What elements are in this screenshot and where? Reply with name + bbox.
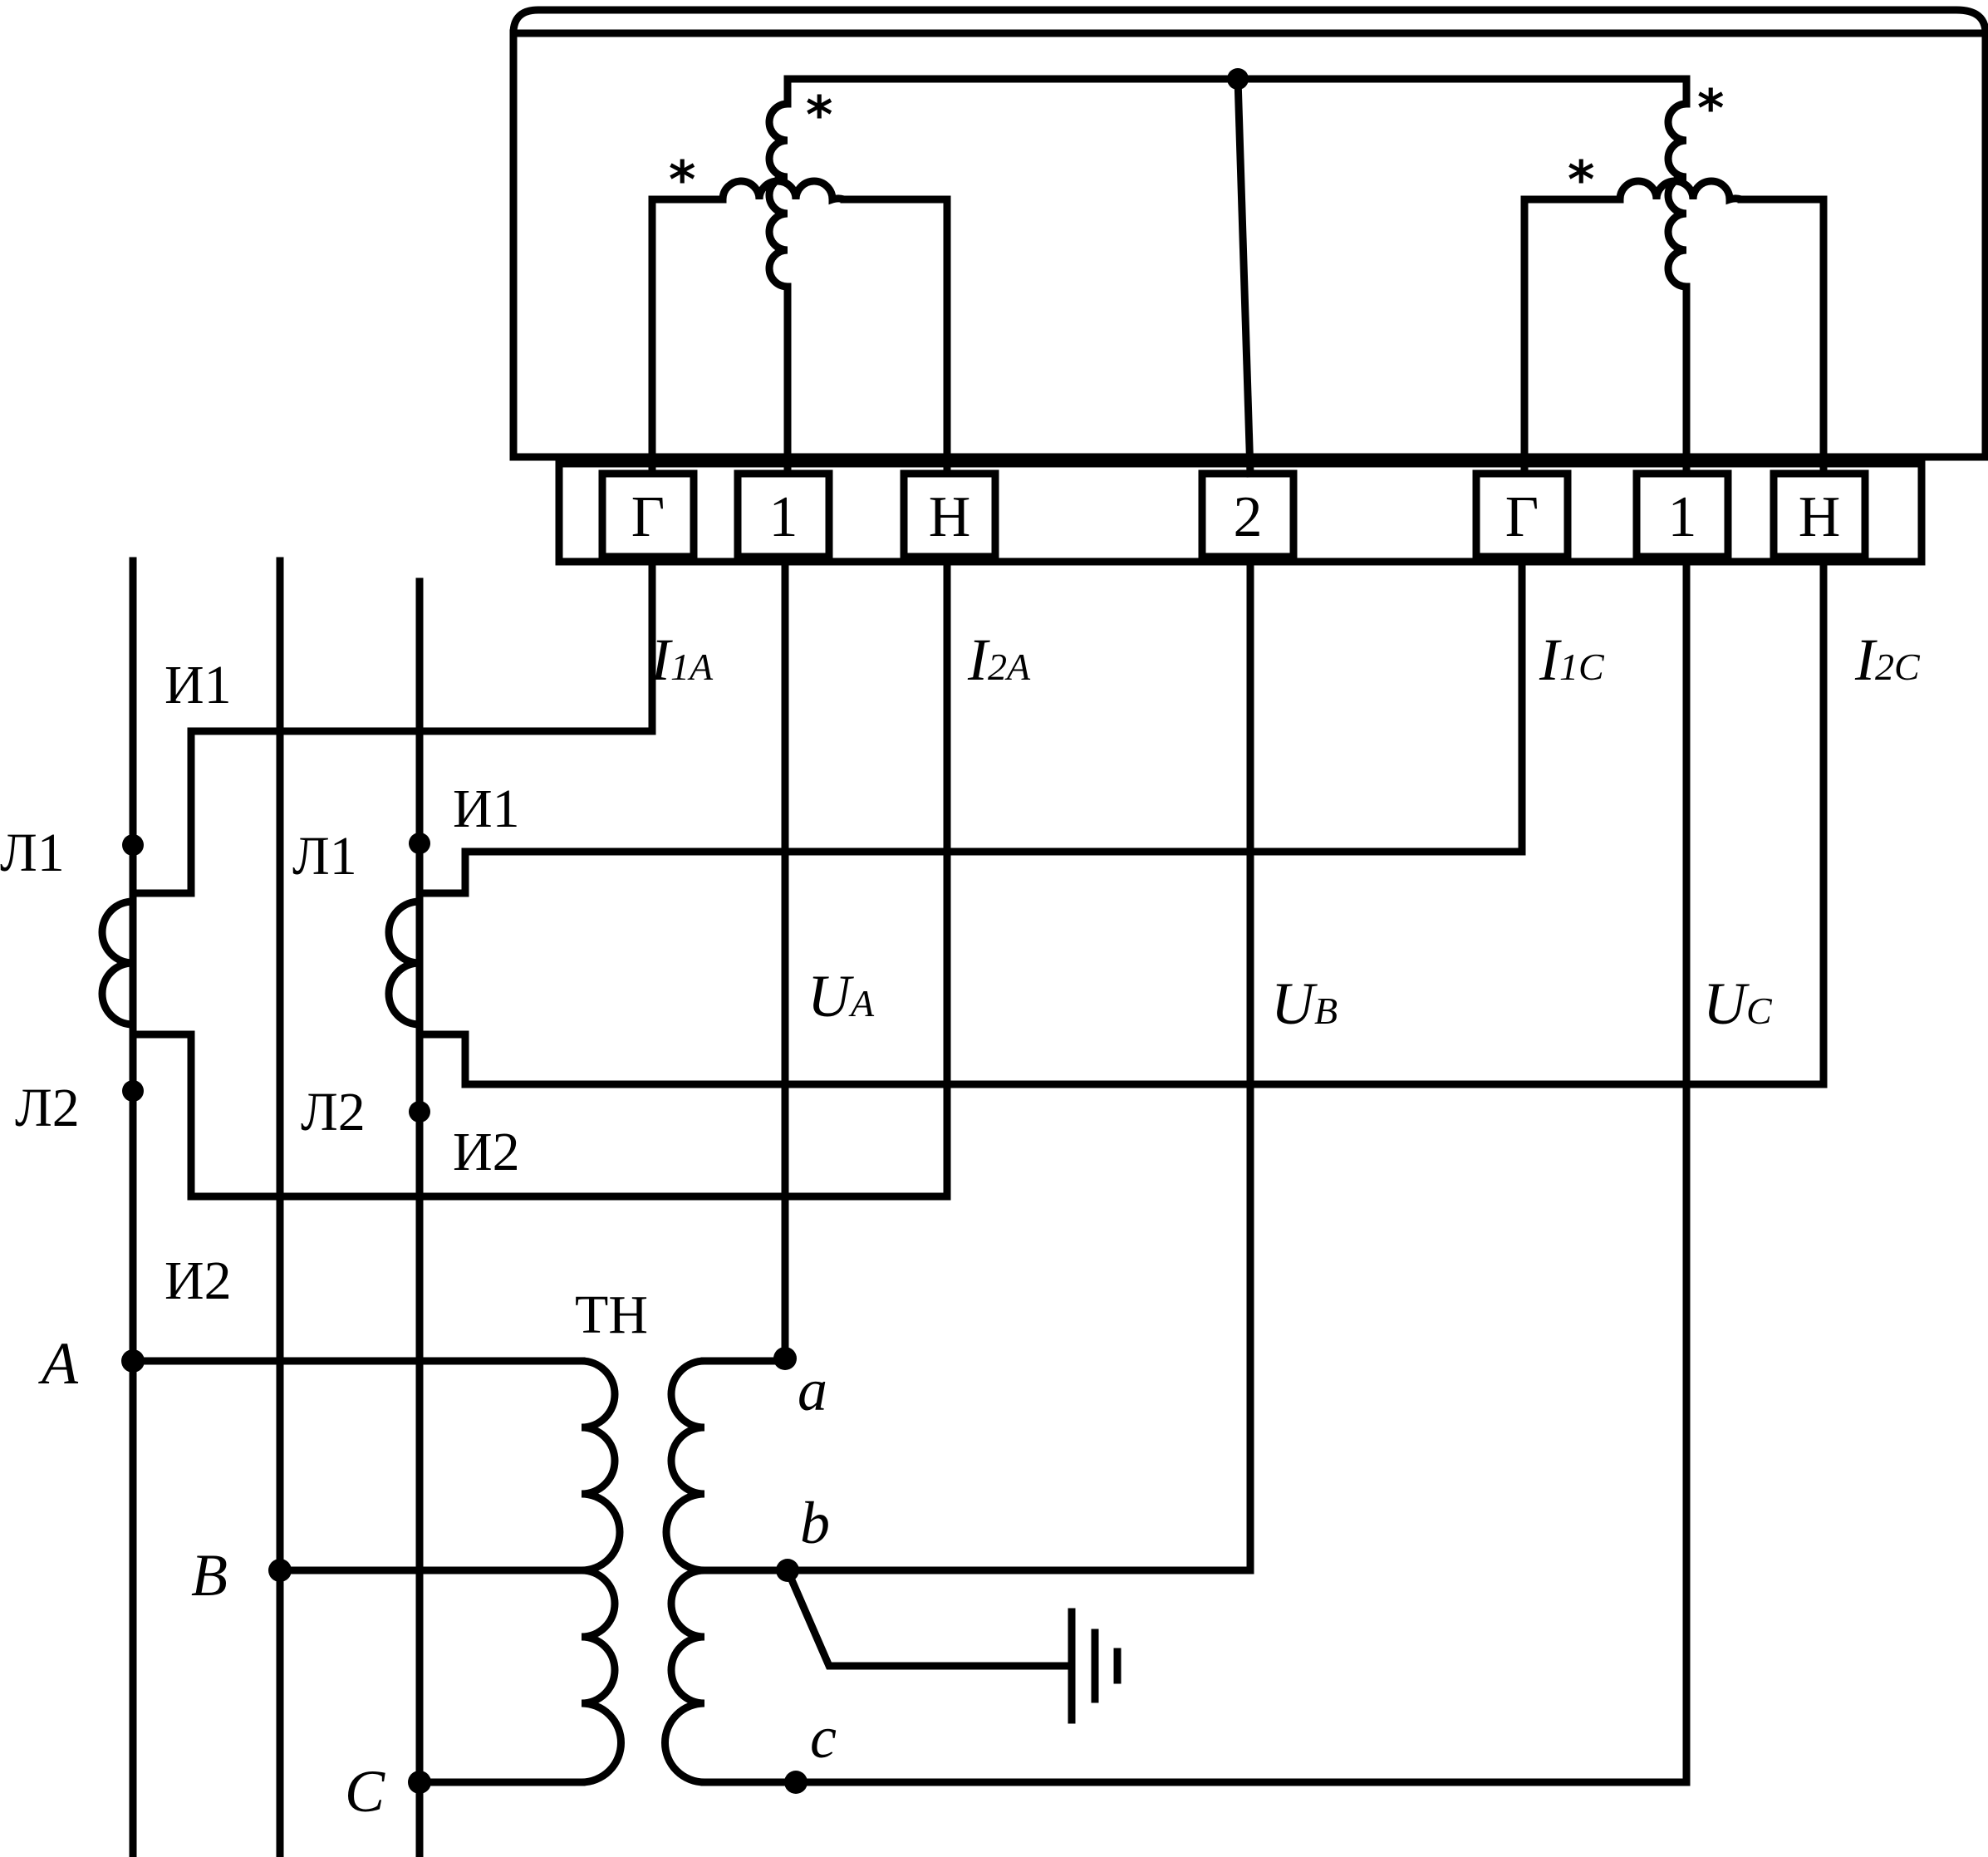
ct-c-l1: Л1 <box>292 826 357 887</box>
junction-voltage-common <box>1227 68 1249 90</box>
polarity-star-current-c: * <box>1568 150 1594 210</box>
label-ua: UA <box>807 963 875 1029</box>
label-i1a: I1A <box>650 626 714 693</box>
meter-housing <box>509 6 1988 566</box>
phase-busbars <box>129 557 424 1857</box>
meter-element-a <box>648 75 1242 478</box>
ct-a-l2: Л2 <box>15 1078 80 1138</box>
voltage-wires <box>781 553 1691 1786</box>
current-transformer-a <box>98 553 951 1201</box>
label-i1c: I1C <box>1539 626 1605 693</box>
vt-secondary-c: c <box>810 1704 837 1771</box>
ct-a-i2: И2 <box>164 1250 232 1311</box>
terminal-n-c: Н <box>1799 485 1841 549</box>
polarity-star-voltage-a: * <box>806 85 832 145</box>
terminal-n-a: Н <box>929 485 971 549</box>
polarity-star-current-a: * <box>669 150 695 210</box>
terminal-g-c: Г <box>1505 485 1539 549</box>
ct-c-i2: И2 <box>453 1122 520 1182</box>
label-uc: UC <box>1703 970 1773 1037</box>
ct-a-l1: Л1 <box>0 823 65 883</box>
terminal-1-a: 1 <box>769 485 798 549</box>
ct-a-i1: И1 <box>164 655 232 715</box>
ground-icon <box>783 1565 1122 1724</box>
terminal-1-c: 1 <box>1668 485 1697 549</box>
label-i2c: I2C <box>1854 626 1921 693</box>
vt-label: ТН <box>575 1285 648 1345</box>
vt-secondary-b: b <box>800 1490 830 1556</box>
label-i2a: I2A <box>967 626 1031 693</box>
terminal-block <box>555 459 1926 566</box>
ct-c-l2: Л2 <box>301 1082 366 1142</box>
terminal-g-a: Г <box>631 485 665 549</box>
polarity-star-voltage-c: * <box>1697 78 1724 139</box>
phase-label-c: C <box>345 1758 385 1825</box>
phase-label-a: A <box>38 1330 79 1397</box>
voltage-transformer <box>121 1347 807 1794</box>
meter-element-c <box>1234 75 1828 478</box>
current-transformer-c <box>385 553 1828 1123</box>
voltage-common-link <box>1234 75 1254 478</box>
terminal-2: 2 <box>1234 485 1263 549</box>
vt-secondary-a: a <box>798 1357 827 1423</box>
label-ub: UB <box>1271 970 1338 1037</box>
ct-c-i1: И1 <box>453 779 520 839</box>
phase-label-b: B <box>191 1542 228 1609</box>
